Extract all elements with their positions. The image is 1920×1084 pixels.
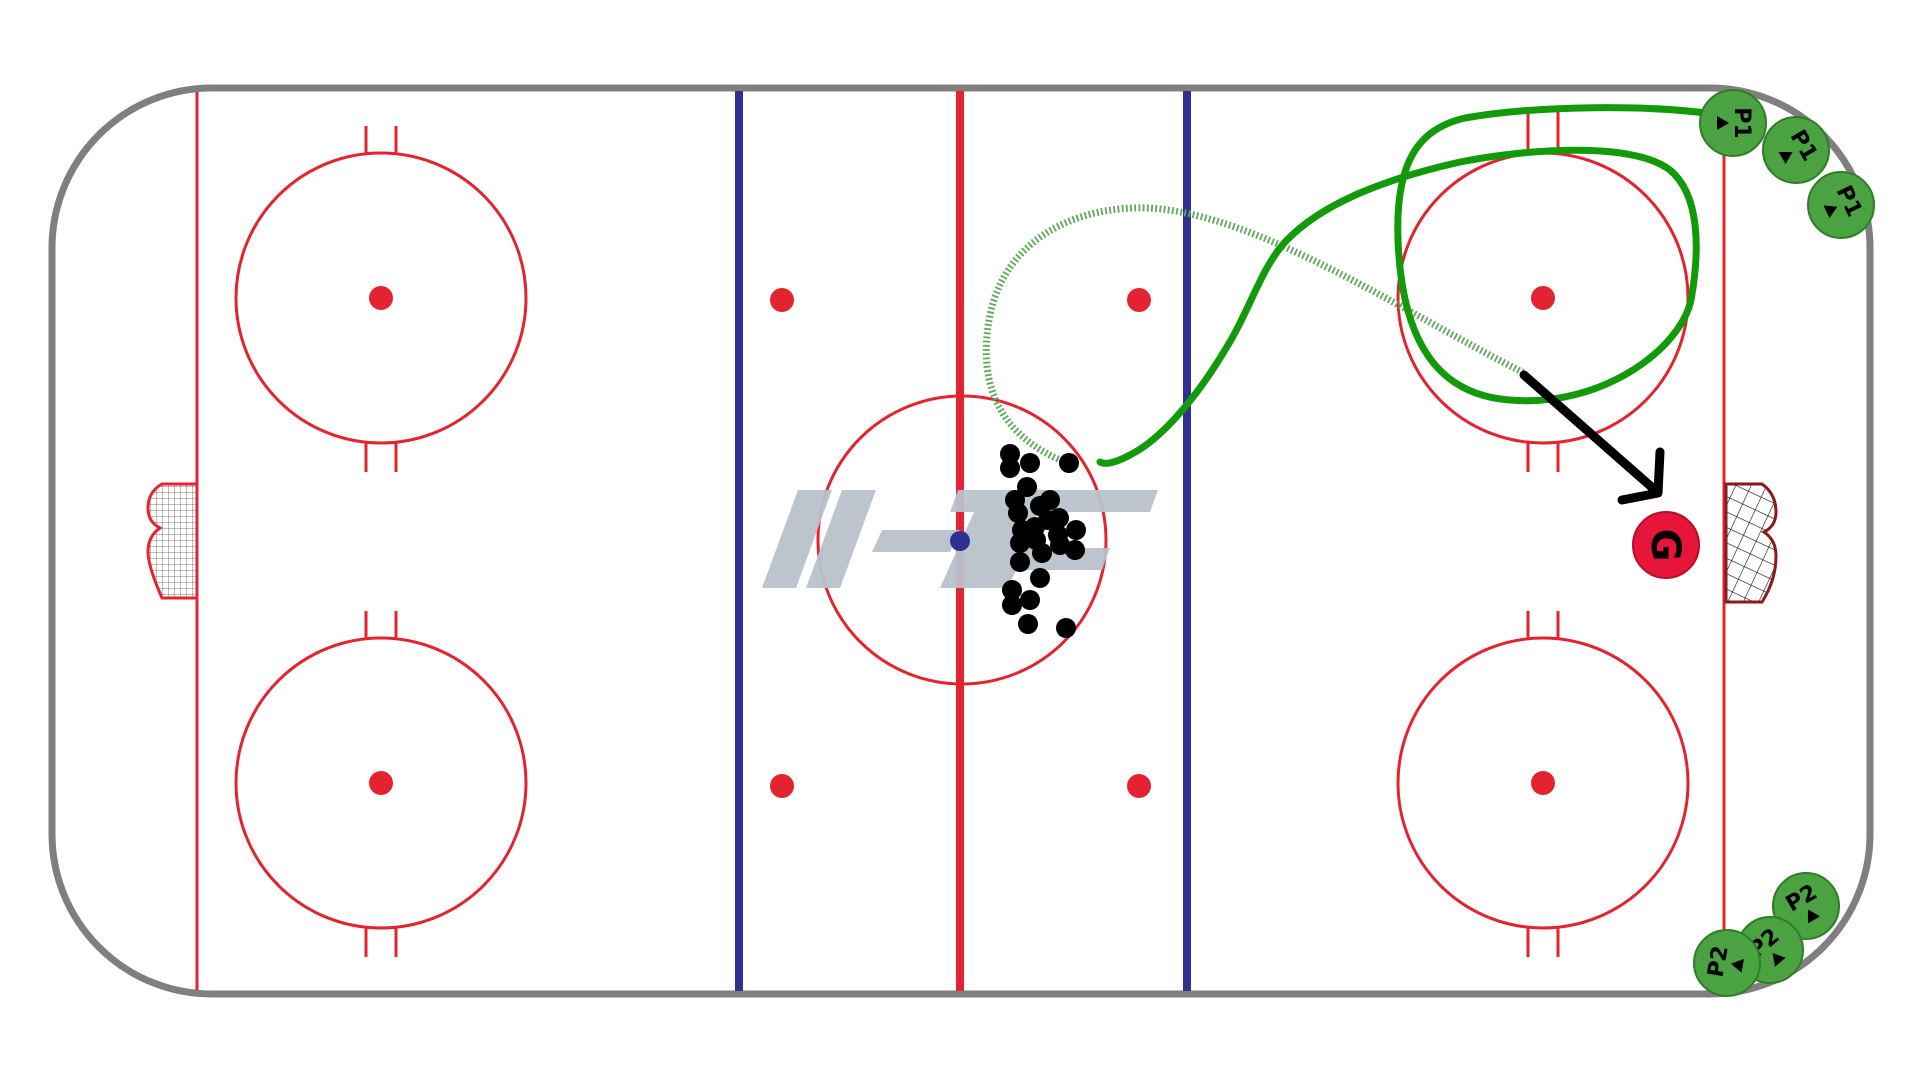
direction-arrow-icon bbox=[1807, 909, 1821, 924]
direction-arrow-icon bbox=[1823, 205, 1838, 219]
faceoff-dots bbox=[369, 286, 1555, 798]
puck-dot-icon bbox=[1017, 477, 1037, 497]
direction-arrow-icon bbox=[1730, 958, 1744, 973]
goalie-label: G bbox=[1642, 529, 1688, 562]
center-ice-circle bbox=[816, 394, 1108, 686]
puck-dot-icon bbox=[1020, 453, 1040, 473]
direction-arrow-icon bbox=[1717, 116, 1729, 130]
faceoff-circle-right-bottom bbox=[1396, 636, 1690, 930]
puck-pile bbox=[1000, 444, 1086, 638]
puck-dot-icon bbox=[1008, 503, 1028, 523]
player-circle-icon[interactable]: P1 bbox=[1699, 89, 1767, 157]
hockey-net-icon bbox=[1724, 482, 1778, 604]
puck-dot-icon bbox=[1018, 614, 1038, 634]
puck-dot-icon bbox=[1026, 530, 1046, 550]
puck-dot-icon bbox=[1038, 510, 1058, 530]
hockey-net-icon bbox=[146, 482, 199, 600]
faceoff-circle-left-top bbox=[234, 151, 528, 445]
direction-arrow-icon bbox=[1772, 953, 1786, 967]
logo-watermark-icon bbox=[762, 490, 1158, 588]
puck-dot-icon bbox=[1000, 458, 1020, 478]
puck-dot-icon bbox=[1002, 595, 1022, 615]
puck-dot-icon bbox=[1040, 490, 1060, 510]
player-circle-icon[interactable]: P2 bbox=[1693, 929, 1761, 997]
direction-arrow-icon bbox=[1778, 151, 1793, 165]
puck-dot-icon bbox=[1010, 552, 1030, 572]
puck-dot-icon bbox=[1056, 618, 1076, 638]
puck-dot-icon bbox=[1002, 580, 1022, 600]
puck-dot-icon bbox=[1059, 453, 1079, 473]
player-circle-icon[interactable]: P1 bbox=[1762, 116, 1830, 184]
puck-dot-icon bbox=[1000, 444, 1020, 464]
player-circle-icon[interactable]: P1 bbox=[1807, 171, 1875, 239]
hash-marks bbox=[364, 108, 1560, 957]
puck-dot-icon bbox=[1020, 590, 1040, 610]
shot-arrow bbox=[1519, 370, 1665, 505]
goalie-circle-icon[interactable]: G bbox=[1632, 511, 1700, 579]
puck-dot-icon bbox=[1050, 535, 1070, 555]
player-label: P2 bbox=[1704, 944, 1734, 979]
center-faceoff-dot bbox=[950, 531, 970, 551]
player-label: P1 bbox=[1729, 107, 1754, 138]
puck-dot-icon bbox=[1066, 520, 1086, 540]
puck-dot-icon bbox=[1030, 568, 1050, 588]
puck-dot-icon bbox=[1012, 520, 1032, 540]
faceoff-circle-left-bottom bbox=[234, 636, 528, 930]
skating-path bbox=[1096, 104, 1717, 467]
